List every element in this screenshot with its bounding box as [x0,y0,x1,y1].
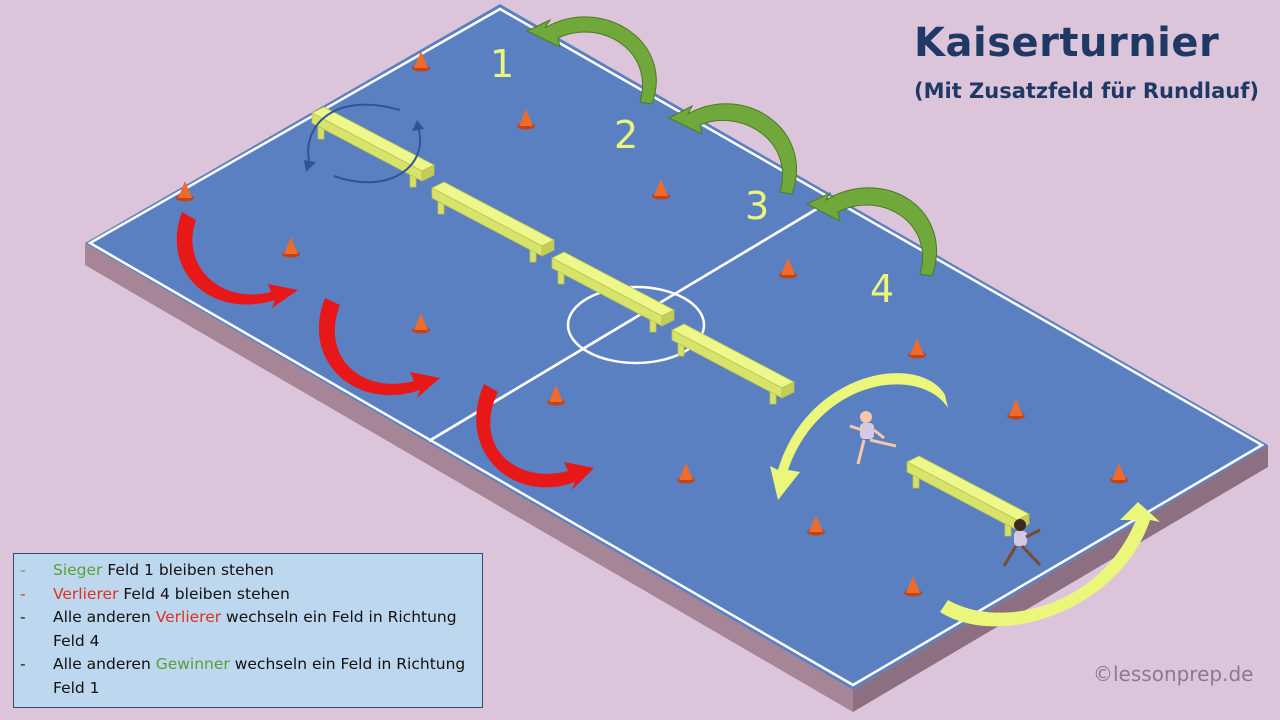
rule-text-part: Alle anderen [53,608,156,626]
cone [412,313,430,334]
player-1 [849,411,897,465]
court-side-right [853,445,1268,712]
cone [908,338,926,359]
field-number-4: 4 [870,267,894,311]
yellow-arrows [770,373,1160,627]
bench [671,323,795,405]
cone [547,385,565,406]
rule-item: - Verlierer Feld 4 bleiben stehen [20,583,476,607]
cone [652,179,670,200]
rule-text-part: wechseln ein Feld in Richtung Feld 4 [53,608,457,650]
rule-text-part: Gewinner [155,655,230,673]
court-surface [85,4,1268,690]
rule-dash: - [20,608,26,626]
yellow-arrow-lower [940,502,1160,627]
rule-text: Sieger Feld 1 bleiben stehen [53,559,476,583]
rule-text-part: Sieger [53,561,103,579]
rule-text-part: Verlierer [53,584,119,603]
field-number-1: 1 [490,42,514,86]
rule-text-part: Alle anderen [53,655,156,673]
red-arrow-1 [176,212,298,308]
player-2 [1002,519,1042,567]
green-arrow-3-to-2 [667,103,797,195]
rule-item: - Sieger Feld 1 bleiben stehen [20,559,476,583]
cones [176,51,1128,597]
rules-box: - Sieger Feld 1 bleiben stehen - Verlierer … [13,553,483,708]
rotation-arrows [304,103,424,184]
cone [1110,463,1128,484]
cone [807,515,825,536]
rule-dash: - [20,561,26,579]
benches [311,106,1030,537]
bench [551,251,675,333]
red-arrow-3 [476,384,594,490]
court-lines [87,7,1265,687]
red-arrows [176,212,594,490]
rule-item: - Alle anderen Verlierer wechseln ein Fel… [20,606,476,653]
green-arrow-4-to-3 [805,187,937,277]
field-number-2: 2 [614,113,638,157]
rule-text: Alle anderen Gewinner wechseln ein Feld … [53,653,476,700]
green-arrow-2-to-1 [525,16,657,105]
rule-text: Alle anderen Verlierer wechseln ein Feld… [53,606,476,653]
bench [311,106,435,188]
field-number-3: 3 [745,184,769,228]
green-arrows [525,16,937,277]
rule-text-part: Feld 1 bleiben stehen [102,561,274,579]
cone [517,109,535,130]
court-side-left [85,243,853,712]
cone [677,463,695,484]
page-title: Kaiserturnier [914,20,1220,66]
rule-dash: - [20,655,26,673]
cone [1007,399,1025,420]
rule-text-part: wechseln ein Feld in Richtung Feld 1 [53,655,466,697]
copyright-label: ©lessonprep.de [1093,662,1254,686]
rule-dash: - [20,584,26,603]
rule-text-part: Feld 4 bleiben stehen [118,584,290,603]
cone [779,258,797,279]
page-subtitle: (Mit Zusatzfeld für Rundlauf) [914,79,1259,103]
bench [431,181,555,263]
red-arrow-2 [318,298,440,398]
rule-text-part: Verlierer [155,608,222,626]
cone [176,181,194,202]
field-numbers: 1 2 3 4 [490,42,894,311]
yellow-arrow-upper [770,373,948,500]
rule-item: - Alle anderen Gewinner wechseln ein Feld… [20,653,476,700]
cone [282,237,300,258]
cone [904,576,922,597]
cone [412,51,430,72]
rule-text: Verlierer Feld 4 bleiben stehen [53,583,476,607]
